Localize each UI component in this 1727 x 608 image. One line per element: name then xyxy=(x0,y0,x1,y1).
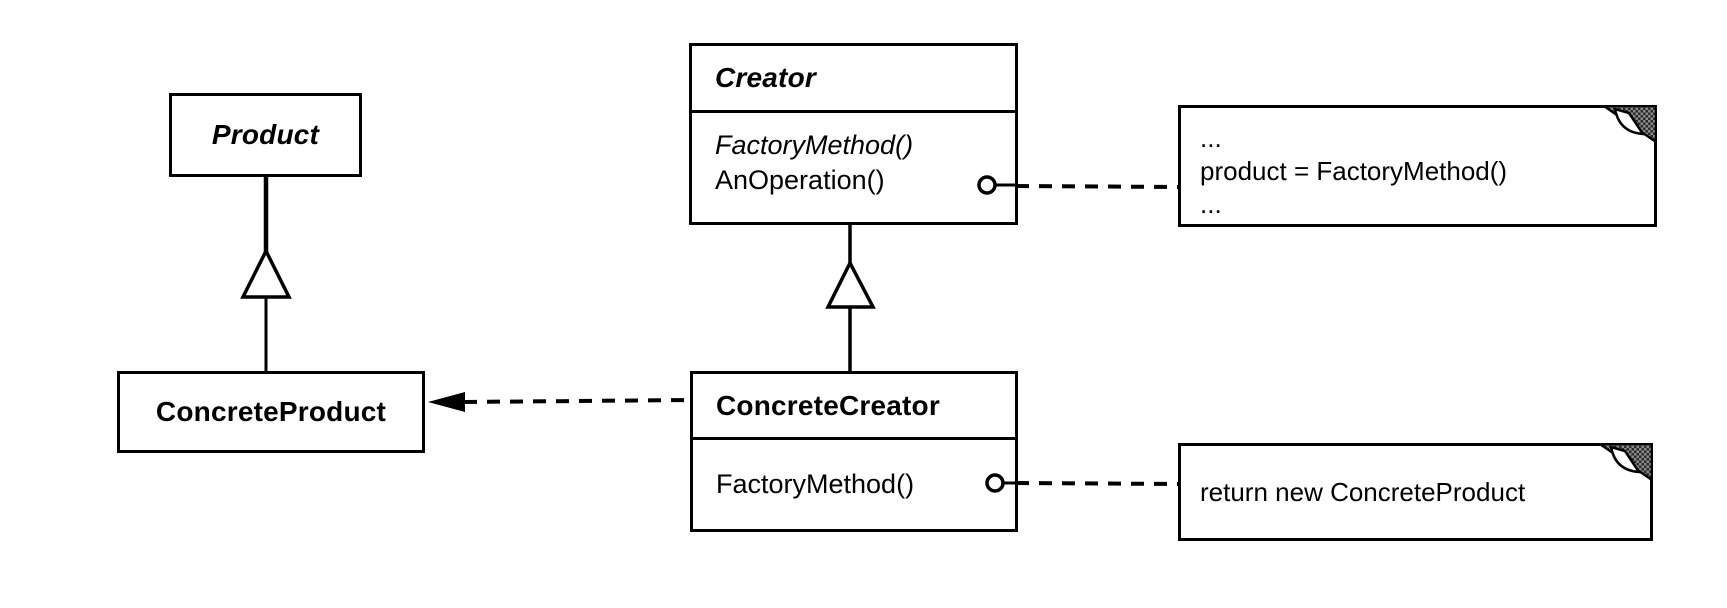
note-text-line: return new ConcreteProduct xyxy=(1200,476,1526,507)
class-title-row: ConcreteProduct xyxy=(120,374,422,450)
class-title-row: Product xyxy=(172,96,359,174)
method-factorymethod: FactoryMethod() xyxy=(716,469,915,499)
note-text-line: ... xyxy=(1200,123,1222,153)
method-anoperation: AnOperation() xyxy=(715,165,885,195)
method-factorymethod-abstract: FactoryMethod() xyxy=(715,130,914,160)
class-name-concrete-creator: ConcreteCreator xyxy=(716,389,940,421)
inheritance-triangle-icon-product xyxy=(240,247,292,299)
dependency-dashed-line xyxy=(463,398,693,404)
class-box-product: Product xyxy=(169,93,362,177)
inheritance-triangle-icon-creator xyxy=(825,259,876,309)
class-box-concrete-product: ConcreteProduct xyxy=(117,371,425,453)
note-anoperation-code: ... product = FactoryMethod() ... xyxy=(1178,105,1657,227)
class-title-row: ConcreteCreator xyxy=(693,374,1015,440)
class-name-product: Product xyxy=(211,119,320,150)
method-compartment: FactoryMethod() AnOperation() xyxy=(692,113,1015,198)
class-box-creator: Creator FactoryMethod() AnOperation() xyxy=(689,43,1018,225)
class-name-creator: Creator xyxy=(715,62,816,93)
note-link-dashed-line-factorymethod xyxy=(1015,481,1181,486)
method-compartment: FactoryMethod() xyxy=(693,440,1015,529)
dependency-arrowhead-icon xyxy=(428,392,465,412)
note-factorymethod-code: return new ConcreteProduct xyxy=(1178,443,1653,541)
note-link-dashed-line-anoperation xyxy=(1015,184,1181,189)
class-title-row: Creator xyxy=(692,46,1015,113)
note-text: ... product = FactoryMethod() ... xyxy=(1181,108,1654,221)
class-box-concrete-creator: ConcreteCreator FactoryMethod() xyxy=(690,371,1018,532)
note-text-line: ... xyxy=(1200,189,1222,219)
note-text: return new ConcreteProduct xyxy=(1181,446,1650,538)
note-text-line: product = FactoryMethod() xyxy=(1200,156,1508,186)
note-fold-icon xyxy=(1603,105,1657,143)
note-fold-icon xyxy=(1599,443,1653,481)
class-name-concrete-product: ConcreteProduct xyxy=(155,396,387,427)
